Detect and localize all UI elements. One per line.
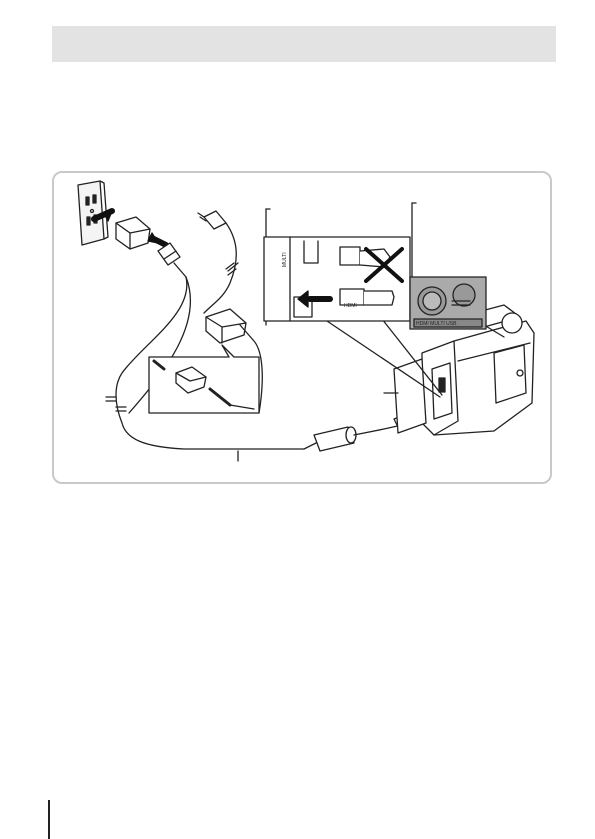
port-label-panel: HDMI MULTI USB bbox=[416, 321, 457, 327]
connection-illustration: MULTI HDMI HDMI MULTI USB bbox=[52, 171, 552, 484]
port-label-hdmi: HDMI bbox=[344, 303, 357, 309]
ac-plug-icon bbox=[198, 211, 236, 313]
port-inset bbox=[264, 237, 410, 321]
ferrite-core-icon bbox=[304, 425, 402, 451]
adapter-inset bbox=[149, 345, 259, 413]
insert-arrow-icon bbox=[148, 233, 166, 245]
port-label-multi: MULTI bbox=[282, 252, 288, 267]
page-margin-rule bbox=[48, 800, 50, 839]
section-header-bar bbox=[52, 26, 556, 62]
